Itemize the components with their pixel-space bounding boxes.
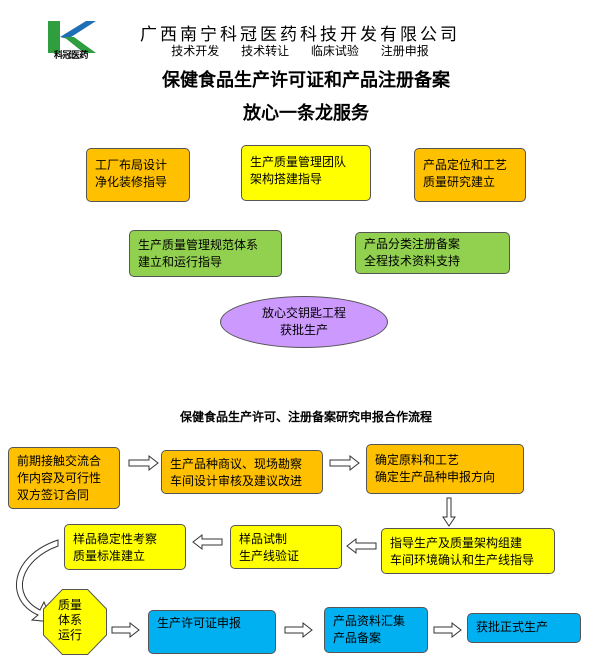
service-box-product-process: 产品定位和工艺 质量研究建立 [414, 148, 526, 202]
turnkey-ellipse: 放心交钥匙工程 获批生产 [220, 296, 388, 348]
service-item: 临床试验 [310, 44, 359, 58]
box-line: 作内容及可行性 [17, 471, 102, 485]
service-box-quality-team: 生产质量管理团队 架构搭建指导 [241, 145, 371, 201]
flow-step-sample-trial: 样品试制 生产线验证 [230, 525, 342, 569]
box-line: 放心交钥匙工程 [261, 306, 346, 320]
flow-step-contract: 前期接触交流合 作内容及可行性 双方签订合同 [8, 447, 120, 509]
box-line: 样品试制 [239, 532, 288, 546]
box-line: 质量标准建立 [73, 549, 146, 563]
box-line: 双方签订合同 [17, 488, 90, 502]
box-line: 车间设计审核及建议改进 [170, 474, 303, 488]
flow-step-license-application: 生产许可证申报 [148, 610, 276, 654]
flow-step-production-guidance: 指导生产及质量架构组建 车间环境确认和生产线指导 [381, 528, 555, 574]
service-box-factory-layout: 工厂布局设计 净化装修指导 [86, 148, 190, 202]
page-title: 保健食品生产许可证和产品注册备案 [162, 70, 450, 91]
flow-step-site-survey: 生产品种商议、现场勘察 车间设计审核及建议改进 [161, 450, 323, 494]
box-line: 确定生产品种申报方向 [375, 470, 496, 484]
arrow-down-icon [442, 497, 456, 527]
box-line: 产品资料汇集 [333, 614, 406, 628]
service-item: 技术开发 [171, 44, 220, 58]
box-line: 获批生产 [279, 323, 328, 337]
arrow-right-icon [433, 621, 462, 639]
flow-step-quality-system: 质量 体系 运行 [44, 590, 106, 654]
page-subtitle: 放心一条龙服务 [243, 103, 369, 124]
box-line: 生产许可证申报 [157, 616, 242, 630]
box-line: 车间环境确认和生产线指导 [390, 553, 535, 567]
arrow-right-icon [329, 454, 360, 472]
box-line: 样品稳定性考察 [73, 532, 158, 546]
box-line: 净化装修指导 [95, 175, 168, 189]
service-list: 技术开发 技术转让 临床试验 注册申报 [130, 42, 470, 59]
arrow-right-icon [284, 621, 313, 639]
box-line: 生产品种商议、现场勘察 [170, 457, 303, 471]
arrow-left-icon [346, 537, 377, 555]
box-line: 产品分类注册备案 [364, 237, 461, 251]
box-line: 工厂布局设计 [95, 158, 168, 172]
box-line: 产品定位和工艺 [423, 158, 508, 172]
flow-step-stability: 样品稳定性考察 质量标准建立 [64, 524, 186, 570]
company-name: 广西南宁科冠医药科技开发有限公司 [140, 25, 460, 45]
box-line: 生产质量管理规范体系 [138, 238, 259, 252]
box-line: 体系 [58, 613, 83, 627]
box-line: 指导生产及质量架构组建 [390, 536, 523, 550]
box-line: 获批正式生产 [476, 620, 549, 634]
company-logo-icon [48, 21, 96, 53]
flow-step-materials: 确定原料和工艺 确定生产品种申报方向 [366, 444, 524, 494]
curved-arrow-icon [15, 539, 59, 623]
service-item: 注册申报 [380, 44, 429, 58]
box-line: 生产质量管理团队 [250, 155, 347, 169]
box-line: 生产线验证 [239, 549, 300, 563]
service-item: 技术转让 [241, 44, 290, 58]
box-line: 运行 [58, 628, 83, 642]
box-line: 产品备案 [333, 631, 382, 645]
arrow-left-icon [192, 533, 223, 551]
logo-text: 科冠医药 [53, 51, 89, 61]
box-line: 建立和运行指导 [138, 255, 223, 269]
service-box-registration: 产品分类注册备案 全程技术资料支持 [355, 232, 510, 274]
arrow-right-icon [111, 621, 140, 639]
flow-title: 保健食品生产许可、注册备案研究申报合作流程 [179, 410, 432, 424]
box-line: 全程技术资料支持 [364, 254, 461, 268]
box-line: 质量 [58, 598, 83, 612]
arrow-right-icon [128, 454, 159, 472]
box-line: 架构搭建指导 [250, 172, 323, 186]
service-box-gmp-system: 生产质量管理规范体系 建立和运行指导 [129, 230, 282, 277]
flow-step-product-filing: 产品资料汇集 产品备案 [324, 607, 428, 653]
box-line: 前期接触交流合 [17, 454, 102, 468]
box-line: 确定原料和工艺 [375, 453, 460, 467]
flow-step-formal-production: 获批正式生产 [467, 613, 581, 643]
box-line: 质量研究建立 [423, 175, 496, 189]
